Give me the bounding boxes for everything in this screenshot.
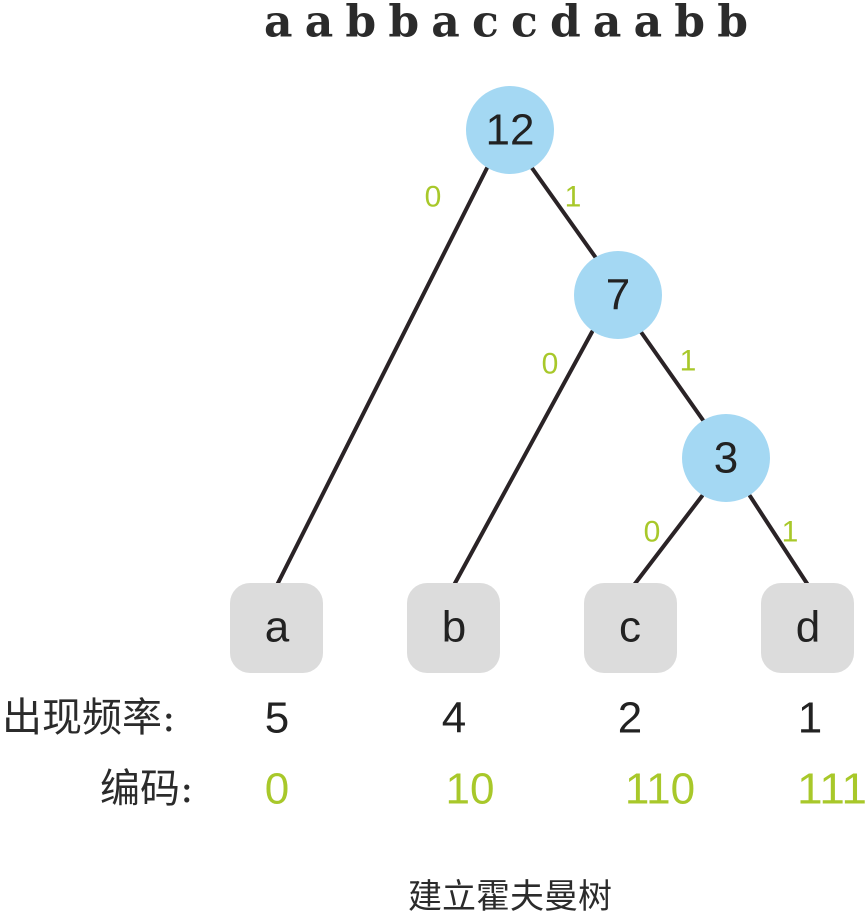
leaf-b: b bbox=[407, 583, 500, 673]
node-root-weight: 12 bbox=[486, 106, 535, 155]
leaf-a-box bbox=[230, 583, 323, 673]
leaf-c-box bbox=[584, 583, 677, 673]
leaf-d-symbol: d bbox=[796, 603, 820, 652]
leaf-d-box bbox=[761, 583, 854, 673]
leaf-c: c bbox=[584, 583, 677, 673]
code-b: 10 bbox=[446, 765, 495, 814]
edge-root-a bbox=[275, 166, 489, 587]
frequency-d: 1 bbox=[798, 694, 822, 743]
node-root-circle bbox=[466, 86, 554, 174]
leaf-d: d bbox=[761, 583, 854, 673]
leaf-b-box bbox=[407, 583, 500, 673]
node-3-weight: 3 bbox=[714, 434, 738, 483]
code-row: 编码: 0 10 110 111 bbox=[100, 765, 867, 814]
node-3-circle bbox=[682, 414, 770, 502]
edge-7-3 bbox=[639, 330, 707, 425]
leaf-a-symbol: a bbox=[265, 603, 290, 652]
code-c: 110 bbox=[625, 765, 695, 814]
node-3: 3 bbox=[682, 414, 770, 502]
code-a: 0 bbox=[265, 765, 289, 814]
leaf-a: a bbox=[230, 583, 323, 673]
edge-7-b bbox=[452, 330, 594, 587]
frequency-b: 4 bbox=[442, 694, 466, 743]
frequency-label: 出现频率: bbox=[2, 695, 175, 741]
edge-3-c bbox=[632, 494, 704, 587]
leaf-b-symbol: b bbox=[442, 603, 466, 652]
edge-bit-labels: 0 1 0 1 0 1 bbox=[425, 181, 799, 549]
code-d: 111 bbox=[797, 765, 867, 814]
edge-3-d bbox=[748, 494, 810, 587]
bit-3-d: 1 bbox=[782, 516, 799, 549]
bit-7-3: 1 bbox=[680, 345, 697, 378]
bit-root-a: 0 bbox=[425, 181, 442, 214]
node-root: 12 bbox=[466, 86, 554, 174]
diagram-caption: 建立霍夫曼树 bbox=[408, 877, 612, 916]
leaf-c-symbol: c bbox=[619, 603, 641, 652]
bit-root-7: 1 bbox=[565, 181, 582, 214]
node-7-weight: 7 bbox=[606, 271, 630, 320]
source-string-title: a a b b a c c d a a b b bbox=[264, 0, 748, 48]
code-label: 编码: bbox=[100, 766, 193, 812]
frequency-c: 2 bbox=[618, 694, 642, 743]
bit-3-c: 0 bbox=[644, 516, 661, 549]
node-7-circle bbox=[574, 251, 662, 339]
frequency-a: 5 bbox=[265, 694, 289, 743]
frequency-row: 出现频率: 5 4 2 1 bbox=[2, 694, 822, 743]
tree-edges bbox=[275, 166, 810, 587]
edge-root-7 bbox=[530, 166, 598, 260]
bit-7-b: 0 bbox=[542, 348, 559, 381]
node-7: 7 bbox=[574, 251, 662, 339]
